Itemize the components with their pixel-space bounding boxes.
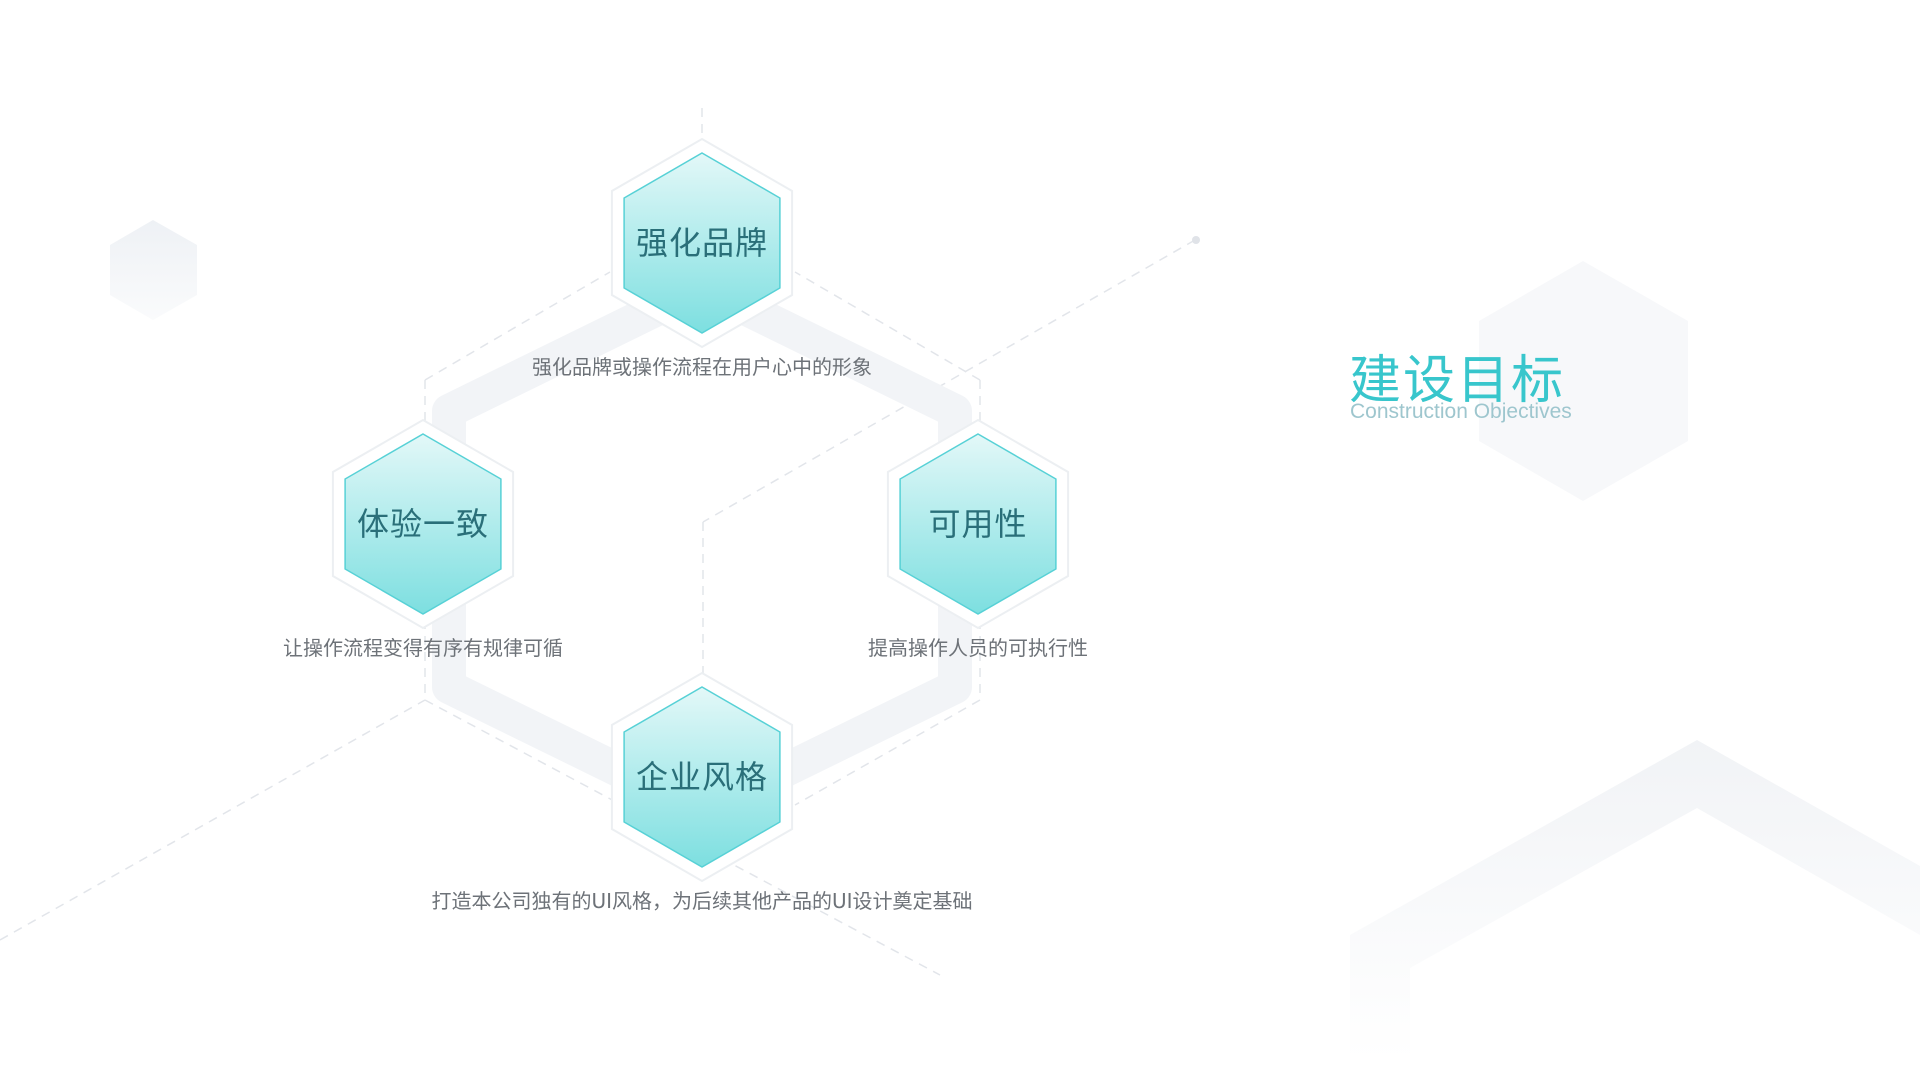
hex-node-usability: [899, 433, 1057, 615]
hex-node-brand: [623, 152, 781, 334]
page-subtitle: Construction Objectives: [1350, 400, 1572, 423]
goal-title-usability: 可用性: [928, 505, 1028, 543]
page-title: 建设目标: [1349, 351, 1566, 411]
guide-dot: [1192, 236, 1200, 244]
goal-title-style: 企业风格: [635, 758, 768, 796]
decor-hex-left: [110, 220, 197, 320]
hex-node-style: [623, 686, 781, 868]
goal-description-consistency: 让操作流程变得有序有规律可循: [283, 636, 563, 660]
hex-node-consistency: [344, 433, 502, 615]
goal-title-consistency: 体验一致: [356, 505, 489, 543]
goal-description-brand: 强化品牌或操作流程在用户心中的形象: [532, 355, 872, 379]
decor-hex-right: [1479, 261, 1688, 501]
goal-description-style: 打造本公司独有的UI风格，为后续其他产品的UI设计奠定基础: [431, 889, 973, 913]
decor-chevron: [1350, 740, 1920, 1060]
goal-description-usability: 提高操作人员的可执行性: [868, 636, 1088, 660]
goal-title-brand: 强化品牌: [635, 224, 768, 262]
